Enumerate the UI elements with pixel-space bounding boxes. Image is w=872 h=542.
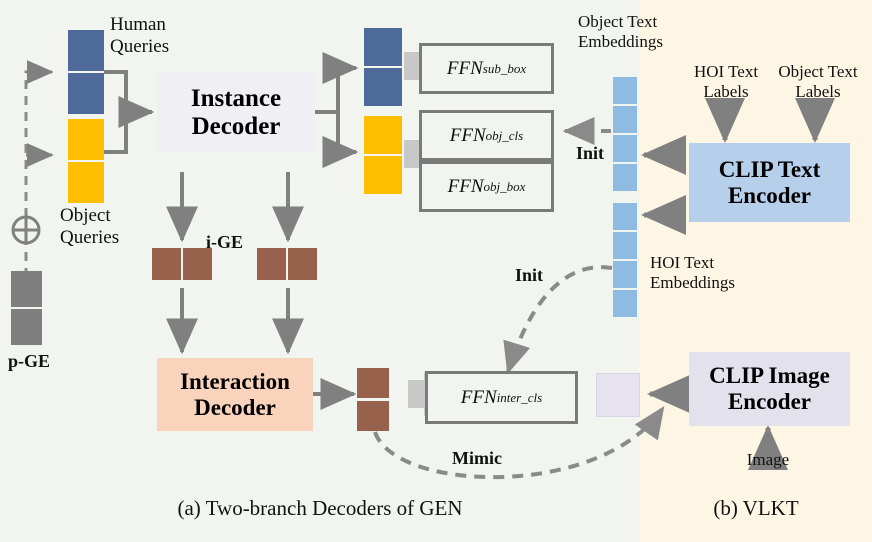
human-queries-label: Human Queries — [110, 14, 170, 57]
ffn-sub-box-subscript: sub_box — [482, 60, 527, 76]
clip-text-encoder-box: CLIP Text Encoder — [689, 143, 850, 222]
panel-b-caption: (b) VLKT — [713, 496, 799, 520]
ffn-inter-cls-subscript: inter_cls — [496, 389, 543, 405]
instance-decoder-line2: Decoder — [191, 112, 281, 140]
hoi-text-embedding-cell-1 — [613, 203, 637, 230]
image-input-label: Image — [746, 450, 790, 469]
ffn-sub-box-name: FFN — [446, 57, 483, 79]
human-query-block-2 — [68, 73, 104, 114]
obj-branch-block-2 — [364, 156, 402, 194]
sub-branch-block-1 — [364, 28, 402, 66]
ffn-obj-box-subscript: obj_box — [483, 178, 526, 194]
interaction-decoder-box: Interaction Decoder — [157, 358, 313, 431]
hoi-text-embedding-cell-4 — [613, 290, 637, 317]
pge-block-1 — [11, 271, 42, 307]
object-text-labels-label: Object Text Labels — [778, 62, 858, 101]
panel-a-caption: (a) Two-branch Decoders of GEN — [177, 496, 463, 520]
ige-label: i-GE — [206, 232, 244, 252]
clip-image-encoder-line2: Encoder — [727, 389, 812, 414]
hoi-text-embedding-cell-3 — [613, 261, 637, 288]
ffn-obj-box-name: FFN — [447, 175, 484, 197]
object-query-block-2 — [68, 162, 104, 203]
instance-decoder-line1: Instance — [190, 84, 282, 112]
clip-image-encoder-line1: CLIP Image — [709, 363, 830, 389]
ige-block-2 — [183, 248, 212, 280]
object-text-embeddings-label: Object Text Embeddings — [578, 12, 663, 51]
interaction-query-block-2 — [357, 401, 389, 431]
ige-block-1 — [152, 248, 181, 280]
ffn-obj-cls-subscript: obj_cls — [485, 127, 524, 143]
image-embedding-block — [596, 373, 640, 417]
clip-text-encoder-line2: Encoder — [727, 182, 812, 208]
object-queries-label: Object Queries — [60, 205, 120, 248]
clip-text-encoder-line1: CLIP Text — [718, 156, 821, 182]
interaction-query-block-1 — [357, 368, 389, 398]
ffn-obj-cls-name: FFN — [449, 124, 486, 146]
object-query-block-1 — [68, 119, 104, 160]
ige-block-3 — [257, 248, 286, 280]
init-label-object: Init — [576, 143, 605, 163]
pge-block-2 — [11, 309, 42, 345]
instance-decoder-box: Instance Decoder — [157, 72, 315, 153]
pge-label: p-GE — [8, 351, 51, 371]
obj-branch-block-1 — [364, 116, 402, 154]
object-text-embedding-cell-4 — [613, 164, 637, 191]
ffn-inter-cls-name: FFN — [460, 386, 497, 408]
sub-branch-block-2 — [364, 68, 402, 106]
hoi-text-embedding-cell-2 — [613, 232, 637, 259]
object-text-embedding-cell-1 — [613, 77, 637, 104]
hoi-text-embeddings-label: HOI Text Embeddings — [650, 253, 735, 292]
human-query-block-1 — [68, 30, 104, 71]
init-label-hoi: Init — [515, 265, 544, 285]
interaction-decoder-line2: Decoder — [194, 394, 276, 420]
object-text-embedding-cell-2 — [613, 106, 637, 133]
interaction-decoder-line1: Interaction — [180, 368, 290, 394]
object-text-embedding-cell-3 — [613, 135, 637, 162]
hoi-text-labels-label: HOI Text Labels — [693, 62, 759, 101]
clip-image-encoder-box: CLIP Image Encoder — [689, 352, 850, 426]
mimic-label: Mimic — [452, 448, 502, 468]
ige-block-4 — [288, 248, 317, 280]
